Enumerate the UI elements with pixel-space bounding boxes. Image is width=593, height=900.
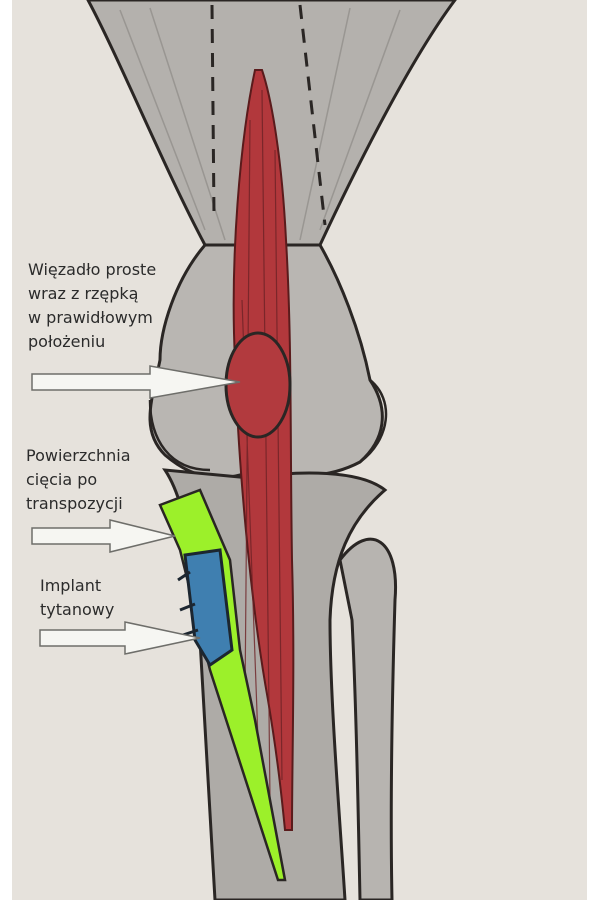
label-implant-line: tytanowy	[40, 598, 114, 622]
label-cut-surface-line: transpozycji	[26, 492, 131, 516]
label-ligament-line: wraz z rzępką	[28, 282, 156, 306]
label-ligament: Więzadło proste wraz z rzępką w prawidło…	[28, 258, 156, 354]
patella	[226, 333, 290, 437]
label-implant-line: Implant	[40, 574, 114, 598]
label-ligament-line: Więzadło proste	[28, 258, 156, 282]
label-cut-surface-line: Powierzchnia	[26, 444, 131, 468]
label-implant: Implant tytanowy	[40, 574, 114, 622]
label-ligament-line: położeniu	[28, 330, 156, 354]
label-cut-surface: Powierzchnia cięcia po transpozycji	[26, 444, 131, 516]
label-cut-surface-line: cięcia po	[26, 468, 131, 492]
label-ligament-line: w prawidłowym	[28, 306, 156, 330]
